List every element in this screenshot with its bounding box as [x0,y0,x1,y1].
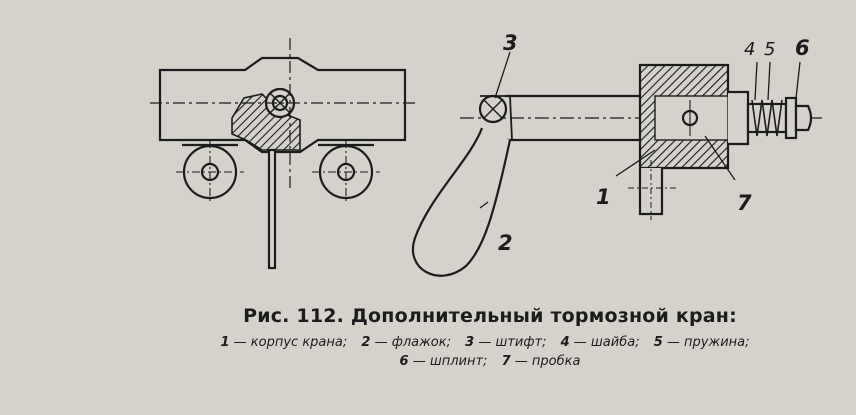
left-view [150,38,415,270]
callout-6: 6 [795,36,810,60]
legend-item-7: 7 — пробка [501,354,581,369]
technical-drawing: 3 2 1 7 4 5 6 [150,31,822,277]
caption-title: Рис. 112. Дополнительный тормозной кран: [243,305,737,327]
callout-2: 2 [498,231,513,255]
legend-item-4: 4 — шайба; [560,335,640,350]
legend-item-3: 3 — штифт; [465,335,547,350]
caption-legend: 1 — корпус крана; 2 — флажок; 3 — штифт;… [170,333,810,371]
callout-3: 3 [503,31,518,55]
figure-caption: Рис. 112. Дополнительный тормозной кран:… [150,305,830,371]
legend-item-5: 5 — пружина; [653,335,750,350]
right-view [412,51,822,277]
callout-7: 7 [737,191,752,215]
legend-item-1: 1 — корпус крана; [220,335,348,350]
legend-item-6: 6 — шплинт; [399,354,488,369]
callout-5: 5 [764,39,775,60]
callout-1: 1 [596,185,611,209]
legend-item-2: 2 — флажок; [361,335,451,350]
callout-4: 4 [744,39,755,60]
